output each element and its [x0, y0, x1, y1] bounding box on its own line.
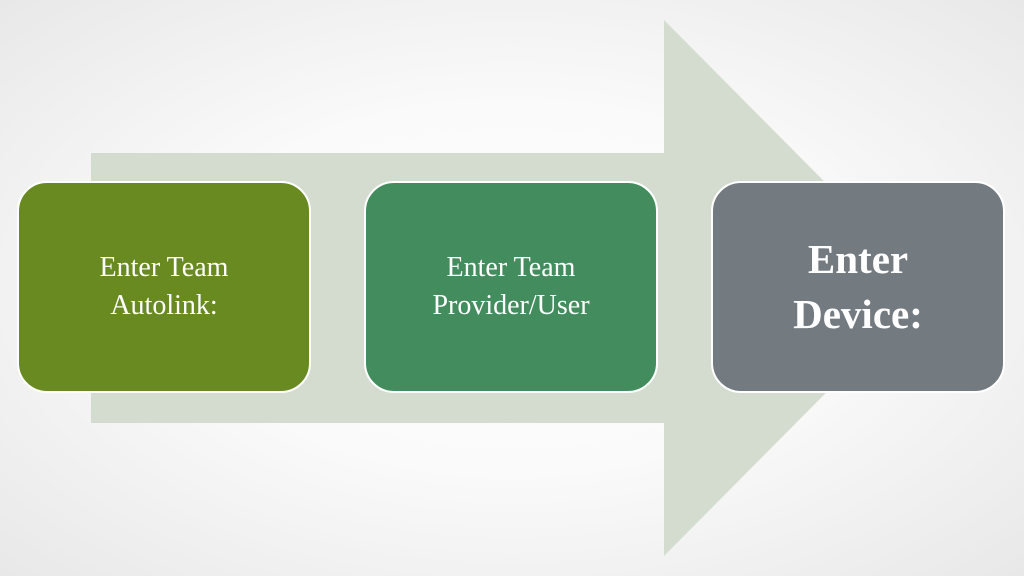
step-enter-team-provider-user: Enter Team Provider/User — [364, 181, 658, 393]
step-label: Enter Team Autolink: — [99, 252, 229, 321]
step-label: Enter Team Provider/User — [432, 252, 590, 321]
step-enter-device: Enter Device: — [711, 181, 1005, 393]
step-enter-team-autolink: Enter Team Autolink: — [17, 181, 311, 393]
step-label: Enter Device: — [793, 236, 923, 337]
